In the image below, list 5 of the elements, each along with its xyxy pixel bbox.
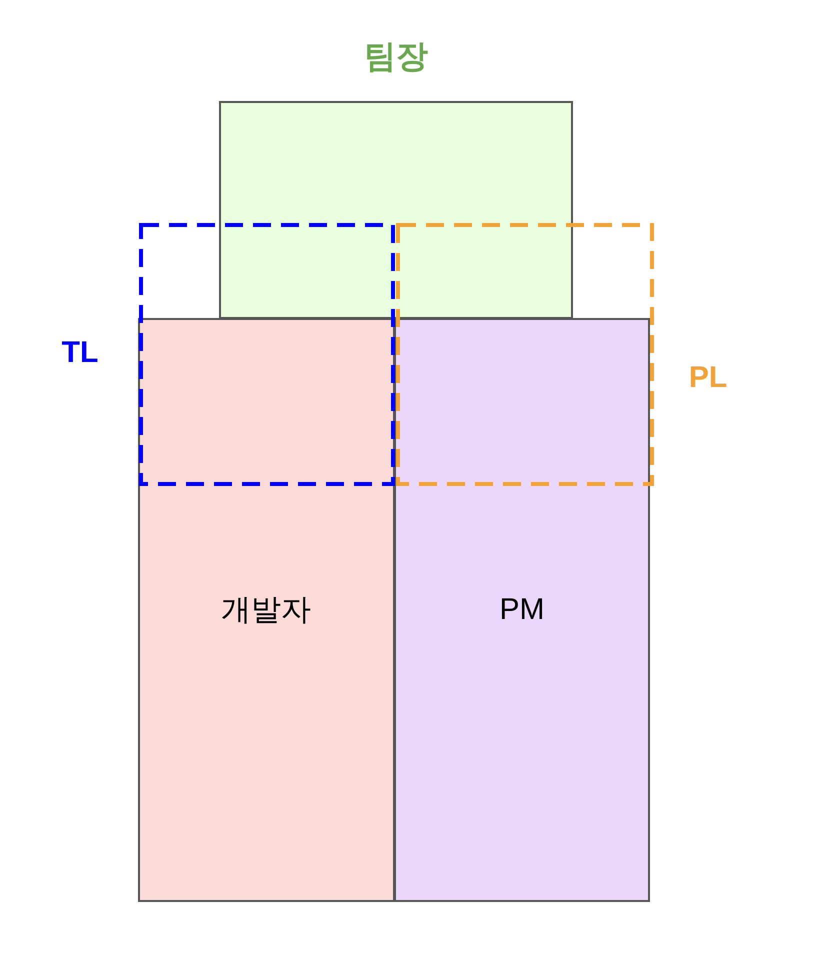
role-label: PM: [500, 593, 544, 627]
role-label: 개발자: [221, 592, 311, 628]
role-label: PL: [688, 361, 728, 395]
role-label: TL: [62, 336, 98, 370]
role-label: 팀장: [364, 37, 428, 76]
